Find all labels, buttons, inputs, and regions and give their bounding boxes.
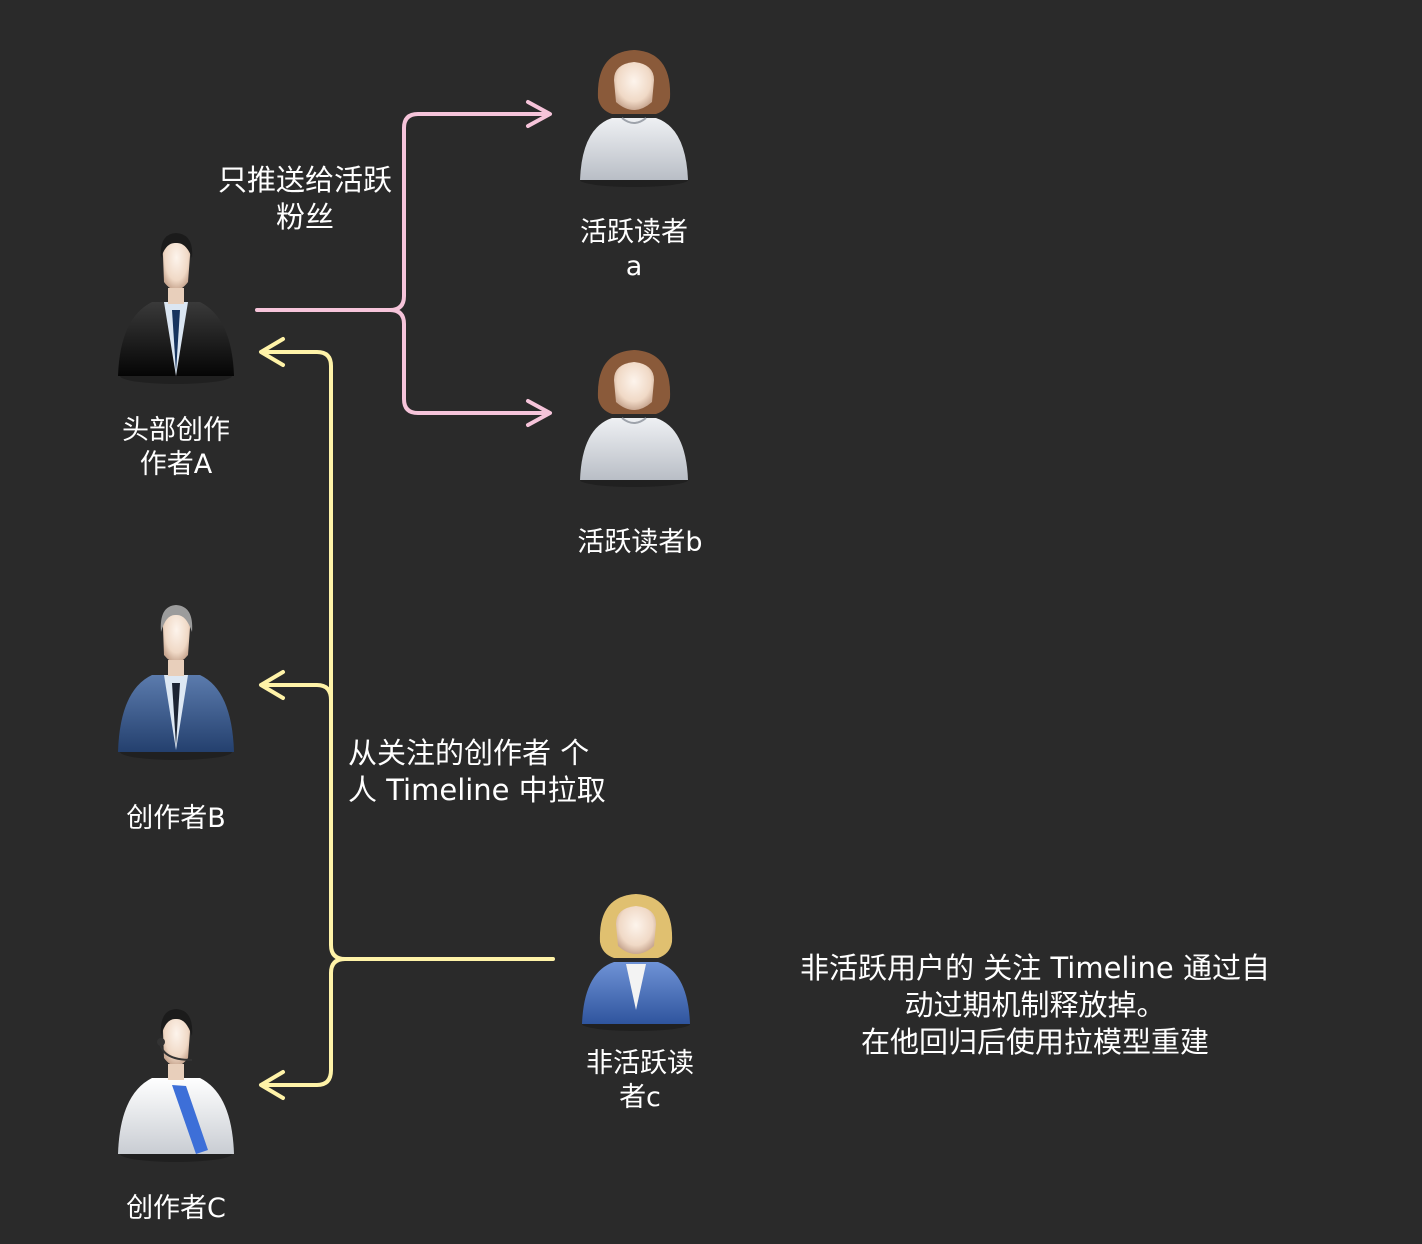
creator-c-label: 创作者C bbox=[126, 1193, 226, 1224]
push-edge-label: 只推送给活跃 粉丝 bbox=[217, 163, 392, 234]
push-connector bbox=[255, 100, 552, 427]
pull-edge-label: 从关注的创作者 个 人 Timeline 中拉取 bbox=[348, 736, 606, 807]
businessman-grey-hair-icon bbox=[118, 605, 234, 760]
reader-b-label: 活跃读者b bbox=[577, 527, 703, 558]
creator-b-label: 创作者B bbox=[126, 803, 226, 834]
reader-a-label: 活跃读者 a bbox=[580, 217, 688, 282]
pull-connector bbox=[259, 337, 555, 1100]
businesswoman-avatar-icon bbox=[582, 894, 690, 1031]
creator-a-label: 头部创作 作者A bbox=[122, 415, 230, 480]
reader-c-label: 非活跃读 者c bbox=[586, 1048, 694, 1113]
woman-avatar-icon-reader-a bbox=[580, 50, 688, 187]
businessman-dark-suit-icon bbox=[118, 233, 234, 384]
woman-avatar-icon-reader-b bbox=[580, 350, 688, 487]
inactive-user-note: 非活跃用户的 关注 Timeline 通过自 动过期机制释放掉。 在他回归后使用… bbox=[800, 951, 1270, 1059]
businessman-headset-icon bbox=[118, 1009, 234, 1162]
